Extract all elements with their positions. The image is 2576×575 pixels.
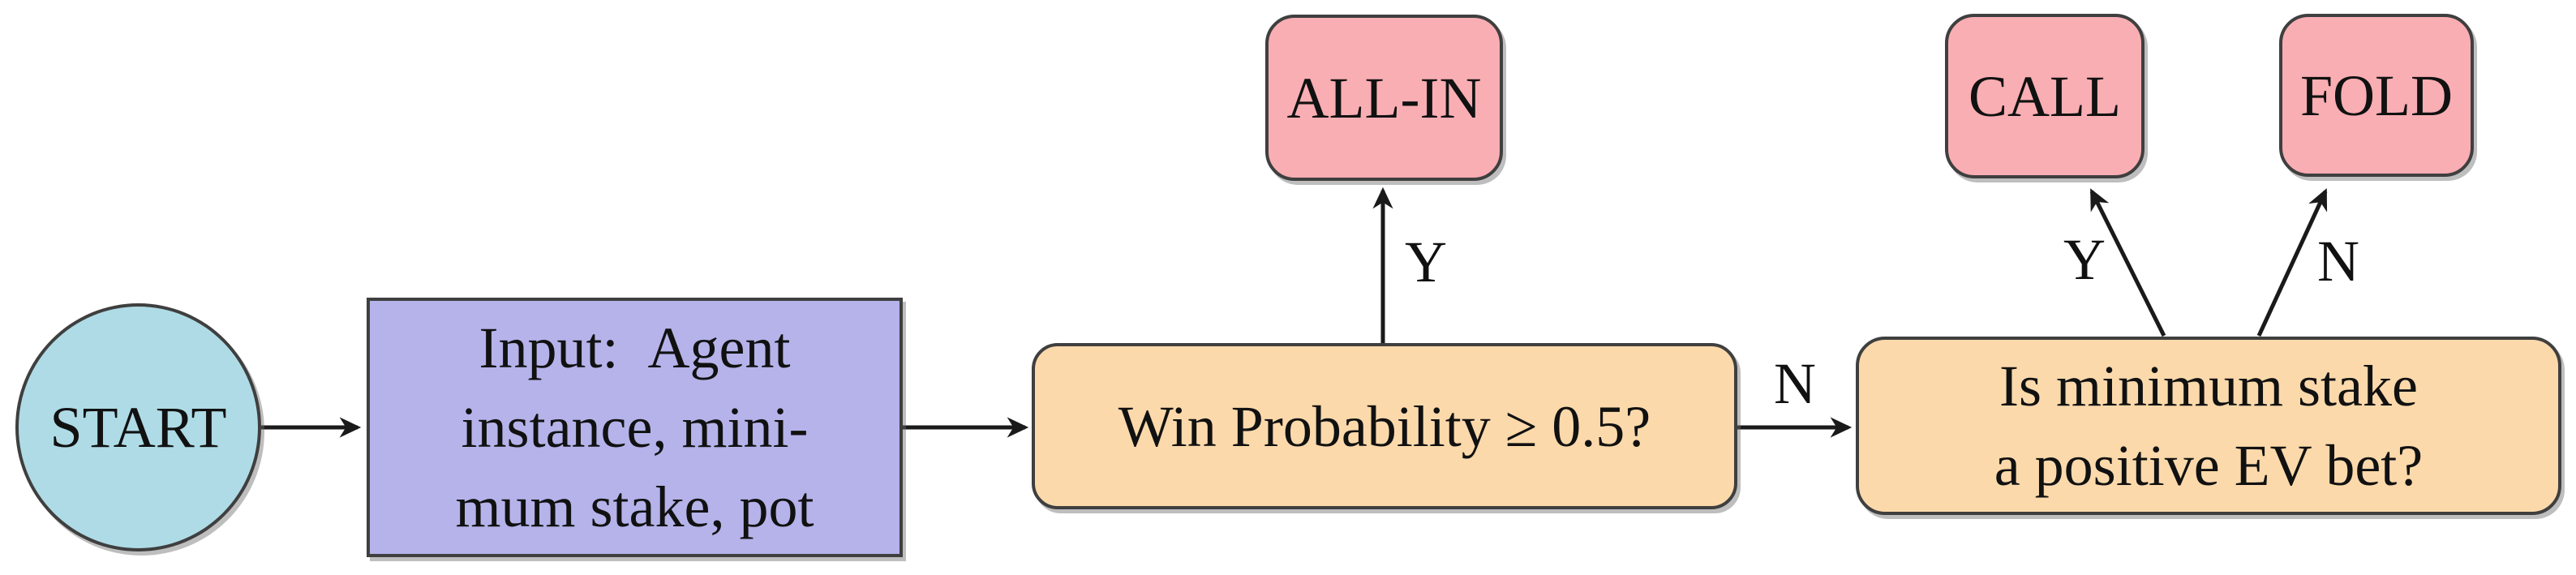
ev-check-decision-line2: a positive EV bet?: [1994, 433, 2424, 498]
input-node-line1: Input: Agent: [479, 315, 791, 380]
start-node-label: START: [49, 395, 227, 460]
start-node: START: [15, 303, 261, 551]
all-in-action-node: ALL-IN: [1265, 15, 1503, 181]
edge-label-win-yes: Y: [1405, 230, 1447, 294]
input-node-line3: mum stake, pot: [455, 474, 814, 539]
win-probability-decision-label: Win Probability ≥ 0.5?: [1118, 393, 1651, 459]
call-action-label: CALL: [1968, 63, 2121, 129]
ev-check-decision-node: Is minimum stake a positive EV bet?: [1856, 337, 2561, 515]
ev-check-decision-line1: Is minimum stake: [1999, 354, 2418, 418]
all-in-action-label: ALL-IN: [1286, 65, 1482, 131]
win-probability-decision-node: Win Probability ≥ 0.5?: [1032, 343, 1737, 509]
fold-action-node: FOLD: [2279, 14, 2474, 177]
edge-label-ev-no: N: [2317, 229, 2359, 294]
edge-label-ev-yes: Y: [2063, 227, 2106, 292]
input-node-line2: instance, mini-: [461, 395, 809, 460]
edge-label-win-no: N: [1774, 351, 1816, 416]
fold-action-label: FOLD: [2299, 62, 2453, 128]
arrow-ev-to-fold: [2256, 188, 2328, 337]
call-action-node: CALL: [1945, 14, 2145, 178]
input-node: Input: Agent instance, mini- mum stake, …: [367, 298, 903, 557]
